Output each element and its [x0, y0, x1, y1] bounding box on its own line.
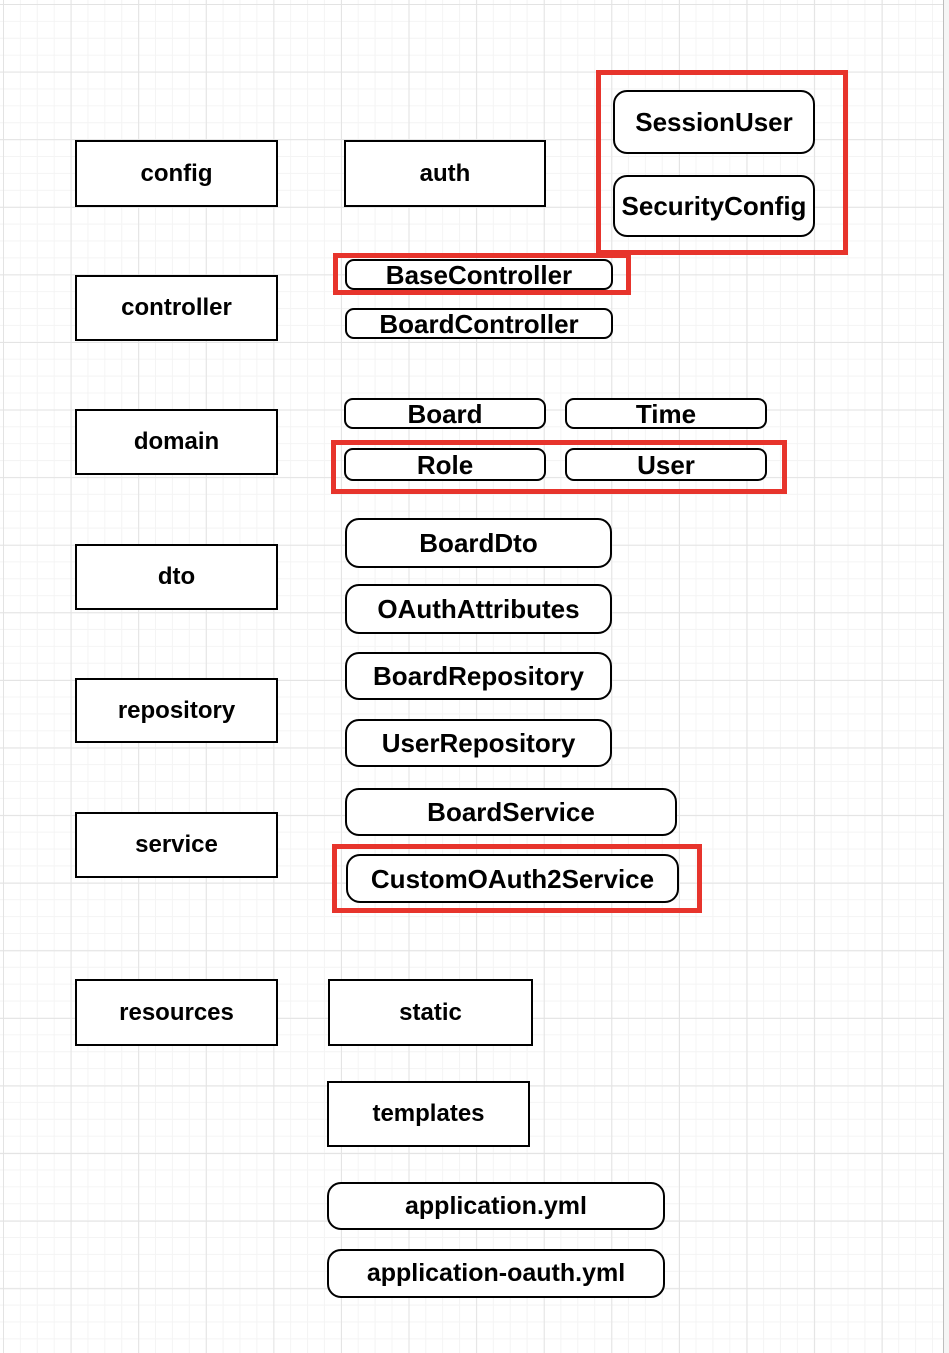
page-edge-line — [943, 0, 944, 1353]
node-user-repository: UserRepository — [345, 719, 612, 767]
node-board-repository: BoardRepository — [345, 652, 612, 700]
node-board: Board — [344, 398, 546, 429]
node-static: static — [328, 979, 533, 1046]
node-controller: controller — [75, 275, 278, 341]
node-session-user: SessionUser — [613, 90, 815, 154]
node-config: config — [75, 140, 278, 207]
node-application-oauth-yml: application-oauth.yml — [327, 1249, 665, 1298]
node-user: User — [565, 448, 767, 481]
node-repository: repository — [75, 678, 278, 743]
node-domain: domain — [75, 409, 278, 475]
page-edge-strip — [943, 0, 949, 1353]
node-service: service — [75, 812, 278, 878]
node-role: Role — [344, 448, 546, 481]
node-board-service: BoardService — [345, 788, 677, 836]
node-oauth-attributes: OAuthAttributes — [345, 584, 612, 634]
node-resources: resources — [75, 979, 278, 1046]
node-security-config: SecurityConfig — [613, 175, 815, 237]
node-custom-oauth2-service: CustomOAuth2Service — [346, 854, 679, 903]
node-auth: auth — [344, 140, 546, 207]
node-application-yml: application.yml — [327, 1182, 665, 1230]
node-board-controller: BoardController — [345, 308, 613, 339]
node-templates: templates — [327, 1081, 530, 1147]
node-board-dto: BoardDto — [345, 518, 612, 568]
node-dto: dto — [75, 544, 278, 610]
node-time: Time — [565, 398, 767, 429]
node-base-controller: BaseController — [345, 259, 613, 290]
